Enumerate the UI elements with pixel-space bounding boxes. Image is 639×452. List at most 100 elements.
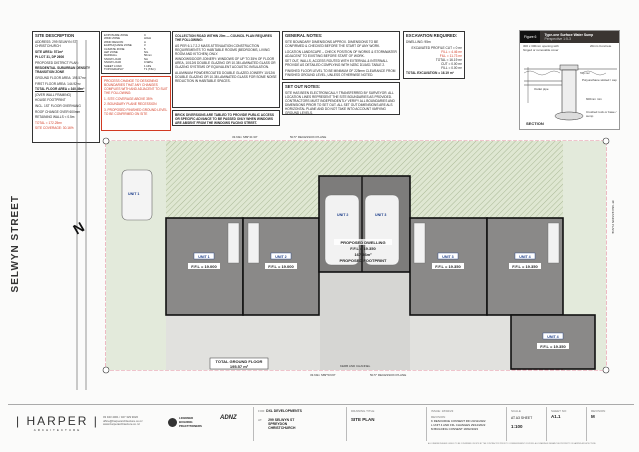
roof-note: ROOF CHANGE OVER 600mm [35,109,81,114]
exposure-value: T1 (T&C) [144,67,156,72]
exposure-value: C [144,33,147,37]
exposure-key: WIND REGION [104,39,124,44]
excavation-row: FILL = 0.00 m³ [441,65,462,70]
red-notes-box: PROCESS CHANGE TO DESIGNING BOUNDARIES T… [101,76,171,131]
red-note: PROCESS CHANGE TO DESIGNING BOUNDARIES T… [104,79,168,95]
exposure-key: LEP ZONE [104,50,118,55]
footprint-note: INCL. 1ST FLOOR OVERHANG [35,103,81,108]
unit-name: UNIT 1 [198,255,209,259]
excavation-row: TOTAL = 16.19 m³ [435,57,462,62]
sump-section-drawing: SECTION [523,64,617,126]
figure-label: Polyurethane slotted / cap [582,78,617,82]
exposure-key: WIND ZONE [104,36,121,41]
general-note: SITE BOUNDARY DIMENSIONS APPROX. DIMENSI… [285,40,381,48]
collection-text-1: AS PER 6.1.7.2.2 MASS ATTENUATION CONSTR… [175,43,270,56]
first-floor-area: FIRST FLOOR AREA: 144.92m² [35,81,81,86]
harper-logo: | HARPER |ARCHITECTURE [16,414,99,432]
unit-name: UNIT 3 [442,255,453,259]
excavation-row: FILL = 11.73 m³ [439,53,462,58]
figure-label: 300 x 300mm opening with hinged or remov… [523,44,559,52]
general-notes-title: GENERAL NOTES: [285,33,323,38]
unit-label-box [270,252,292,260]
figure-section-label: SECTION [526,121,544,126]
collection-text-2: WINDOWS/DOOR JOINERY: WINDOWS OF UP TO 3… [175,57,276,70]
svg-text:N: N [70,219,87,238]
exposure-key: SNOW LOAD [104,56,122,61]
exposure-key: EXPOSURE ZONE [104,33,129,37]
bottom-dimension: 33.69m S89°53'20" [310,373,336,377]
figure-label: 20mm Concrete [590,44,612,48]
exposure-key: SNOW LOAD [104,60,122,65]
figure-subtitle: Perspective 1:5-3 [544,37,571,41]
sheet-number: A1.1 [551,414,561,419]
set-out-text: SITE HAS BEEN ELECTRONICALLY TRANSFERRED… [285,91,395,115]
excavation-total: TOTAL EXCAVATION = 16.19 m³ [406,70,454,75]
garage-unit-label: UNIT 3 [375,213,386,217]
unit-ffl: F.F.L = 19.350 [435,264,461,269]
excavation-row: CUT = 0.00 m³ [441,61,462,66]
general-notes-box: GENERAL NOTES: SITE BOUNDARY DIMENSIONS … [282,31,400,80]
unit-4-garage [510,314,596,370]
general-note: LOCATION LANDSCAPE – CHECK POSITION OF W… [285,49,397,58]
revision-entry: M BUILDING CONSENT 18/02/2023 [431,427,479,431]
exposure-value: 1 kPa [144,63,152,68]
site-description-title: SITE DESCRIPTION [35,33,75,38]
ffl-label-box [265,263,297,269]
north-arrow: N [70,219,87,238]
figure-title: Type-one Surface Water Sump [544,33,594,37]
exposure-key: RAINFALL [104,53,118,58]
total-note: (OVER WALL FRAMING) [35,92,72,97]
address: ADDRESS: 299 SELWYN ST, CHRISTCHURCH [35,40,78,48]
ffl-label-box [509,263,541,269]
red-note: 3. PROPOSED FINISHED GROUND LEVEL TO BE … [104,107,168,116]
proposed-dwelling-label: PROPOSED DWELLING [340,240,385,245]
site-description-box: SITE DESCRIPTION ADDRESS: 299 SELWYN ST,… [32,31,100,143]
unit-label-box [437,252,459,260]
general-note: SET OUT, WALLS, ACCESS ROUTED WITH EXTER… [285,59,388,68]
unit-label-box [193,252,215,260]
site-coverage: SITE COVERAGE: 30.16% [35,126,74,131]
figure-number: Figure 6 [520,31,541,43]
exposure-key: TOPOGRAPHY [104,67,124,72]
excavation-title: EXCAVATION REQUIRED: [406,33,458,38]
bottom-recession-plane: 50.5° RECESSION PLANE [370,373,406,377]
exposure-value: A [144,39,146,44]
collection-note: BRICK DIVERSIONS ARE TABLED TO PROVIDE P… [175,113,274,125]
drawing-title: SITE PLAN [351,417,375,422]
exposure-value: NA [144,56,148,61]
revision-cell: ISSUE: 18/02/23 REVISION K RESOURCE CONS… [426,407,506,441]
unit-name: UNIT 4 [519,255,530,259]
exposure-row: SNOW LOAD NA [104,56,168,61]
exposure-row: RAINFALL 50mm [104,53,168,58]
exposure-row: EXPOSURE ZONE C [104,33,168,37]
top-recession-plane: 50.5° RECESSION PLANE [290,135,326,139]
revision-letter: M [591,414,595,419]
excavation-row: EXCAVATED PROFILE CUT = 0 m³ [411,45,462,50]
ground-floor-area: GROUND FLOOR AREA: 195.57m² [35,75,86,80]
client-name: DXL DEVELOPMENTS [266,409,302,413]
unit-ffl: F.F.L = 19.000 [191,264,217,269]
revision-entry: L UNIT 4 AND FFL CHANGES 29/12/2022 [431,423,486,427]
figure-label: Top rec [580,71,590,75]
drawing-title-cell: DRAWING TITLE SITE PLAN [346,407,426,441]
revision-entry: K RESOURCE CONSENT RFI 23/11/2022 [431,419,486,423]
retaining-note: RETAINING WALLS < 0.5m [35,115,75,120]
exposure-key: EARTHQUAKE ZONE [104,43,132,48]
zone: RESIDENTIAL SUBURBAN DENSITY TRANSITION … [35,66,90,75]
exposure-value: 50mm [144,53,152,58]
scale: 1:100 [511,424,523,429]
collection-note-box: BRICK DIVERSIONS ARE TABLED TO PROVIDE P… [172,110,280,126]
unit-ffl: F.F.L = 19.350 [512,264,538,269]
adnz-logo: ADNZ [220,415,237,421]
footprint: HOUSE FOOTPRINT [35,98,66,103]
ffl-label-box [188,263,220,269]
dwelling-ffl: F.F.L = 19.350 [350,246,376,251]
figure-label: 600mm min [586,97,602,101]
